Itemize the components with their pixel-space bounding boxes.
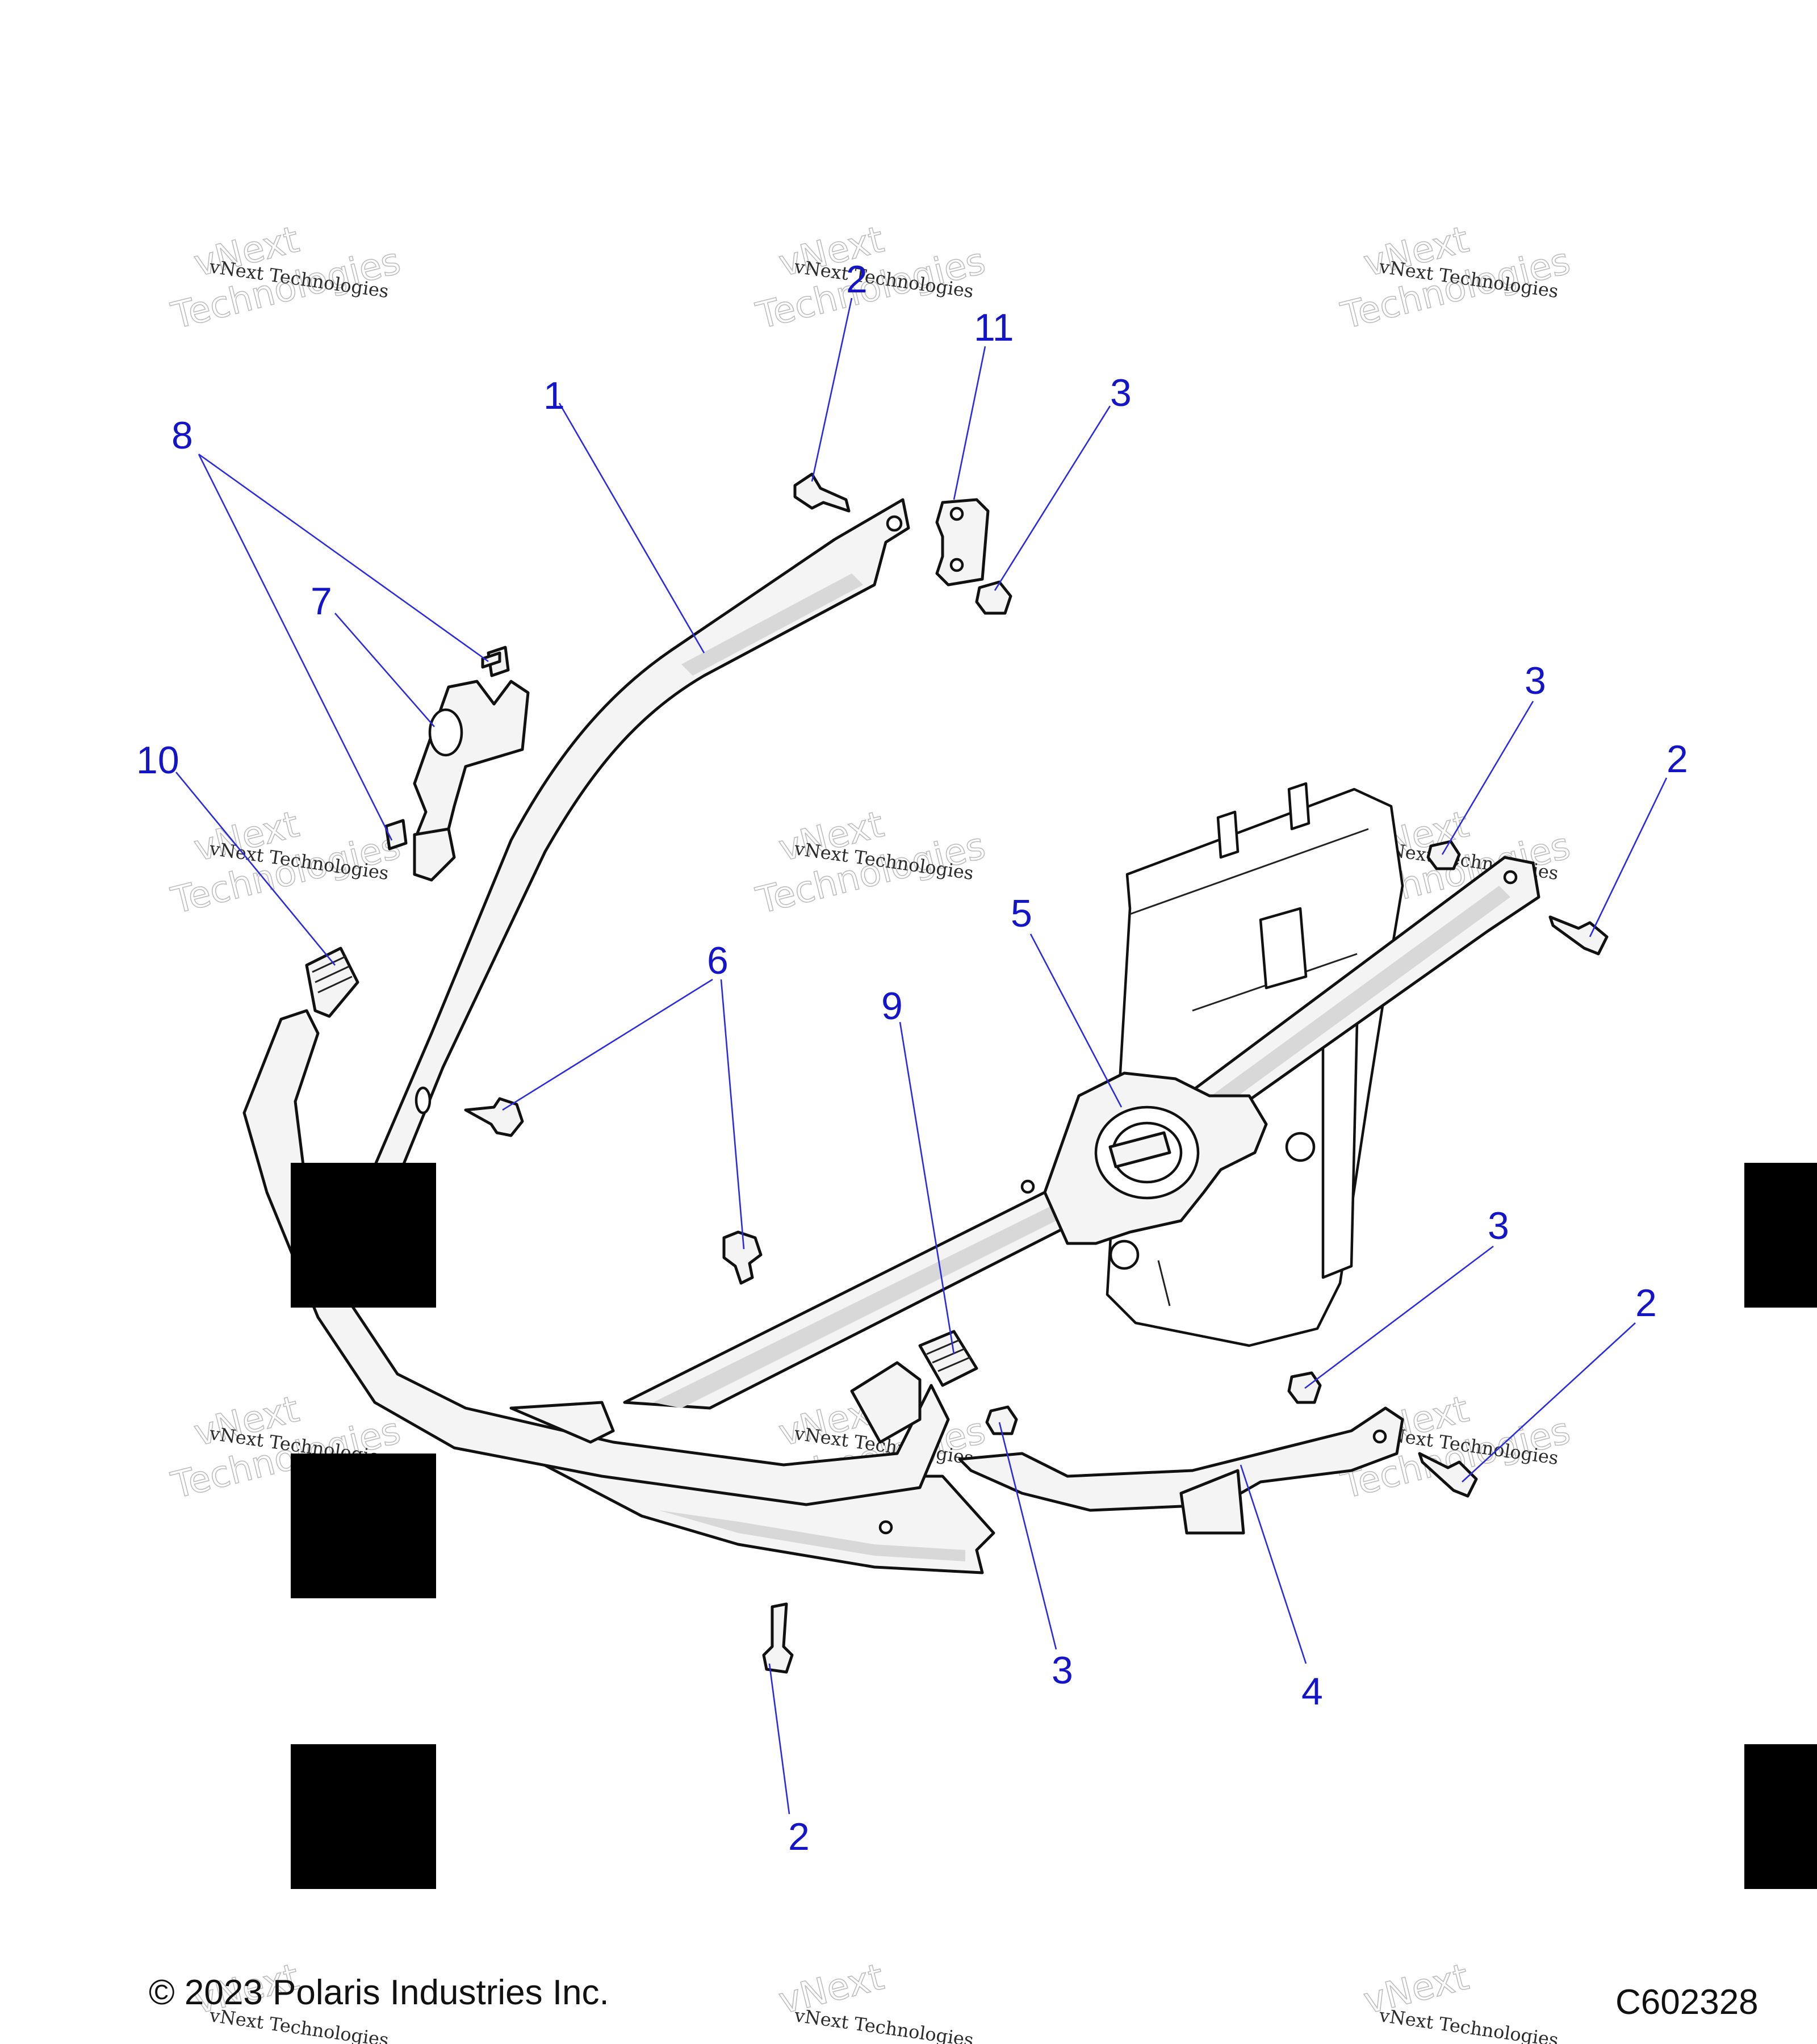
- callout-1: 1: [543, 374, 565, 417]
- leader-lines: [175, 298, 1668, 1815]
- part-6-screw-lower: [722, 1230, 763, 1285]
- callout-2-bottom: 2: [788, 1815, 810, 1858]
- parts: [242, 472, 1609, 1674]
- part-8-clip-upper: [481, 646, 510, 677]
- part-2-bolt-lower-right: [1418, 1452, 1478, 1498]
- watermark-text: vNext Technologies: [793, 2004, 975, 2044]
- callout-10: 10: [136, 739, 179, 782]
- redaction-block: [291, 1163, 436, 1308]
- part-1-frame-tube: [242, 498, 1540, 1506]
- part-3-nut-right-upper: [1426, 840, 1461, 870]
- part-4-bracket: [958, 1406, 1404, 1535]
- part-2-bolt-right: [1548, 915, 1609, 956]
- redaction-blocks: [291, 1163, 1817, 1889]
- callout-9: 9: [881, 985, 903, 1028]
- copyright-text: © 2023 Polaris Industries Inc.: [149, 1973, 609, 2012]
- redaction-block: [291, 1454, 436, 1598]
- part-3-nut-bottom: [985, 1405, 1018, 1435]
- callout-2-right: 2: [1667, 738, 1688, 781]
- callout-5: 5: [1011, 892, 1032, 935]
- part-3-nut-top: [975, 580, 1012, 615]
- callout-6: 6: [707, 939, 729, 982]
- callout-3-bottom: 3: [1052, 1649, 1073, 1692]
- callout-11: 11: [974, 306, 1014, 349]
- callout-7: 7: [311, 580, 332, 623]
- part-5-cap: [1043, 1071, 1268, 1245]
- redaction-block: [1744, 1744, 1817, 1889]
- redaction-block: [291, 1744, 436, 1889]
- callout-2-lower-right: 2: [1635, 1281, 1657, 1325]
- callout-3-right-upper: 3: [1525, 659, 1546, 702]
- redaction-block: [1744, 1163, 1817, 1308]
- callout-8: 8: [171, 414, 193, 457]
- part-10-end-cap: [305, 946, 359, 1018]
- watermark-text: vNext Technologies: [1378, 2004, 1560, 2044]
- callout-3-right-lower: 3: [1488, 1204, 1509, 1247]
- part-7-bracket: [413, 680, 530, 882]
- callout-2-top: 2: [846, 258, 868, 301]
- part-6-screw-upper: [464, 1097, 524, 1137]
- part-11-plate: [935, 498, 990, 587]
- part-2-bolt-bottom: [762, 1602, 794, 1674]
- callouts: 1 2 11 3 8 7 10 6 9 5 3 2 3 2 3 4 2: [136, 258, 1688, 1858]
- diagram-id: C602328: [1615, 1983, 1759, 2022]
- part-8-clip-lower: [384, 819, 408, 851]
- callout-4: 4: [1301, 1670, 1323, 1713]
- part-2-bolt-top: [793, 472, 851, 513]
- part-9-plug: [918, 1330, 978, 1387]
- callout-3-top: 3: [1110, 371, 1132, 414]
